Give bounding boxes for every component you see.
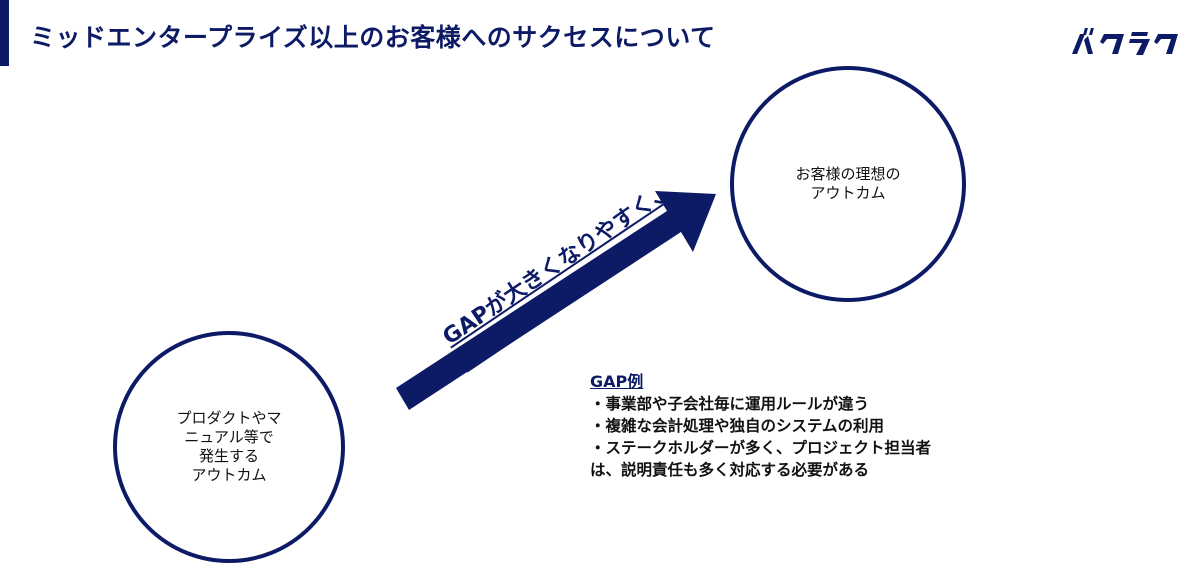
- gap-examples: GAP例 ・事業部や子会社毎に運用ルールが違う ・複雑な会計処理や独自のシステム…: [590, 371, 931, 481]
- current-outcome-label: プロダクトやマ ニュアル等で 発生する アウトカム: [176, 409, 282, 484]
- gap-example-item: は、説明責任も多く対応する必要がある: [590, 461, 870, 479]
- page-title: ミッドエンタープライズ以上のお客様へのサクセスについて: [30, 23, 716, 52]
- gap-example-item: ・事業部や子会社毎に運用ルールが違う: [590, 395, 870, 413]
- bakuraku-logo: バクラク: [1066, 24, 1184, 64]
- current-outcome-circle: プロダクトやマ ニュアル等で 発生する アウトカム: [113, 331, 345, 563]
- gap-examples-title: GAP例: [590, 372, 644, 391]
- ideal-outcome-label: お客様の理想の アウトカム: [795, 165, 901, 202]
- svg-text:バクラク: バクラク: [1066, 61, 1070, 64]
- gap-arrow-shape: [396, 191, 716, 410]
- title-accent-bar: [0, 0, 9, 66]
- ideal-outcome-circle: お客様の理想の アウトカム: [730, 66, 966, 302]
- gap-example-item: ・複雑な会計処理や独自のシステムの利用: [590, 417, 885, 435]
- gap-example-item: ・ステークホルダーが多く、プロジェクト担当者: [590, 439, 932, 457]
